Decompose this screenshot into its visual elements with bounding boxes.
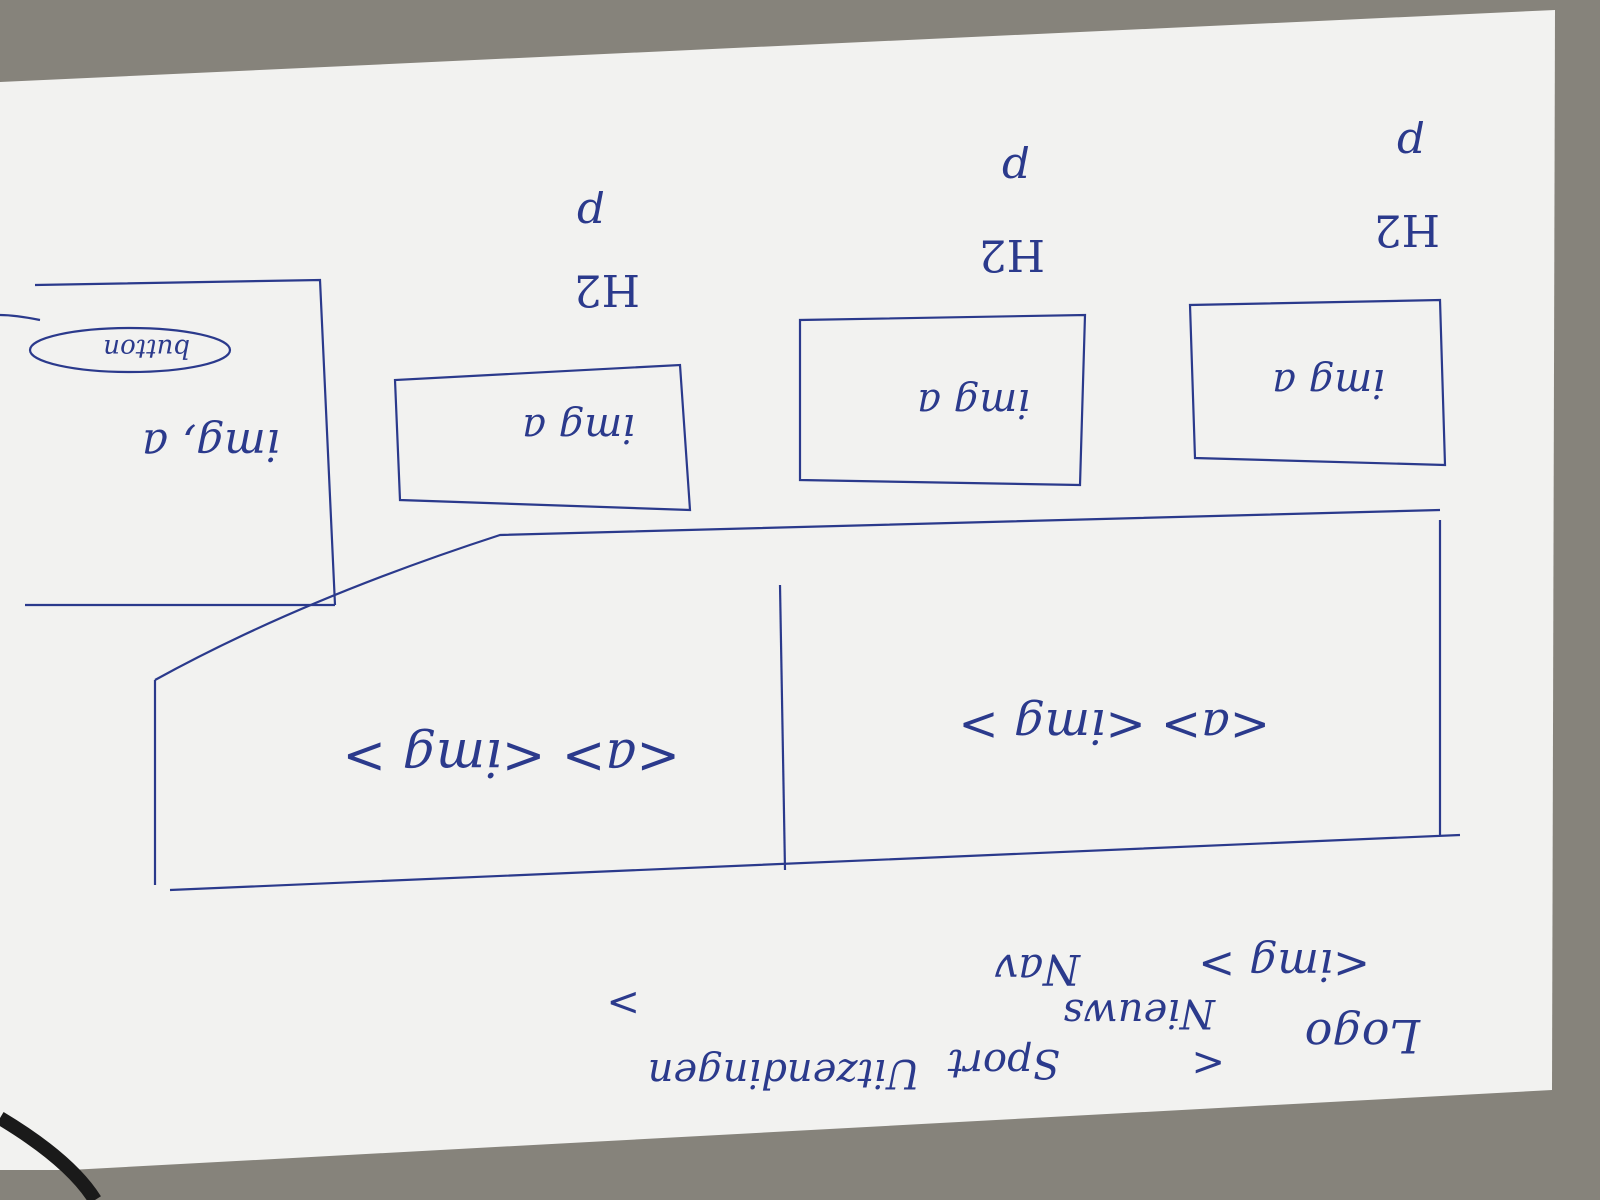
card-2-heading: H2 — [979, 229, 1045, 280]
card-2-box — [798, 313, 1087, 487]
feature-label: img, a — [142, 419, 280, 470]
nav-item-nieuws: Nieuws — [1063, 990, 1216, 1036]
logo-text: Logo — [1305, 1009, 1421, 1063]
cable — [0, 1111, 101, 1200]
logo-img-tag: <img > — [1198, 939, 1370, 990]
card-3-text: p — [577, 189, 605, 240]
feature-button-outline — [28, 326, 232, 374]
banner-divider — [778, 584, 787, 871]
card-3-heading: H2 — [574, 264, 640, 315]
card-1-heading: H2 — [1374, 204, 1440, 255]
nav-item-uitzendingen: Uitzendingen — [648, 1050, 920, 1096]
feature-box — [25, 278, 337, 607]
banner-box — [153, 508, 1461, 892]
banner-right-panel: <a> <img > — [342, 727, 680, 787]
card-2-label: img a — [917, 380, 1030, 426]
card-3-label: img a — [522, 405, 635, 451]
wireframe-sketch: Logo <img > Nieuws Sport Uitzendingen < … — [0, 119, 1461, 1096]
nav-label: Nav — [994, 945, 1081, 994]
paper-sheet — [0, 10, 1555, 1170]
nav-bracket-close: > — [606, 980, 640, 1026]
card-3-box — [393, 363, 692, 512]
nav-item-sport: Sport — [947, 1040, 1060, 1086]
card-1-box — [1188, 298, 1447, 467]
feature-button-label: button — [103, 333, 190, 363]
banner-left-panel: <a> <img > — [958, 698, 1270, 754]
card-2-text: p — [1002, 144, 1030, 195]
card-1-text: p — [1397, 119, 1425, 170]
card-1-label: img a — [1272, 360, 1385, 406]
nav-bracket-open: < — [1191, 1040, 1225, 1086]
feature-button-tail — [0, 313, 41, 322]
